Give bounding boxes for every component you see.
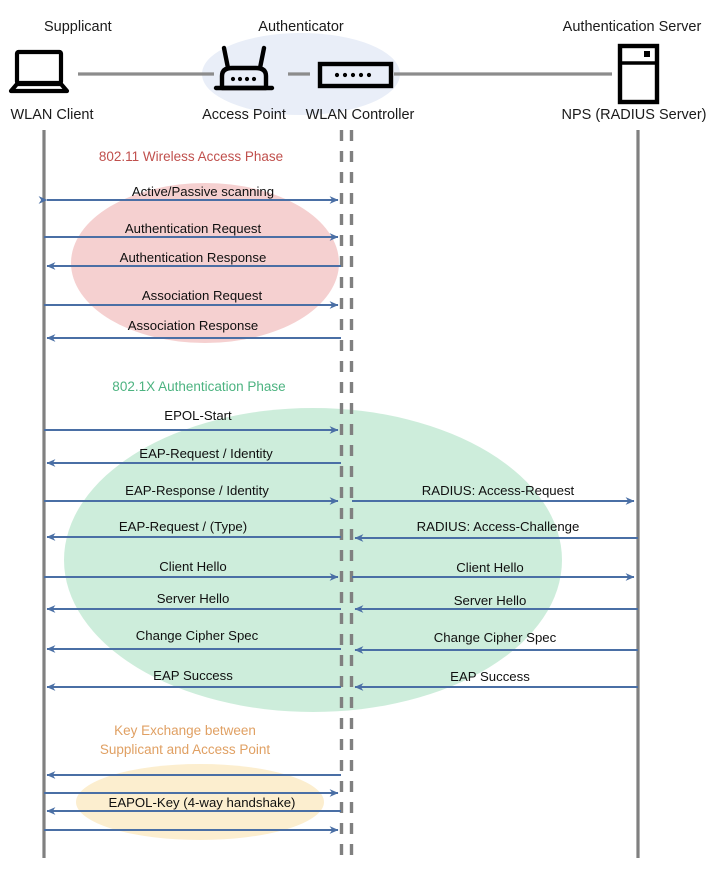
actor-role-supplicant: Supplicant (44, 19, 112, 35)
message-label-server-hello-left: Server Hello (156, 591, 230, 606)
actor-role-authenticator: Authenticator (258, 19, 344, 35)
message-label-authentication-response: Authentication Response (119, 250, 267, 265)
actor-device-wlan-controller: WLAN Controller (305, 107, 415, 123)
phase-label-80211: 802.11 Wireless Access Phase (98, 149, 284, 164)
actor-device-nps-radius: NPS (RADIUS Server) (561, 107, 707, 123)
phase-label-key-exchange-line2: Supplicant and Access Point (99, 742, 271, 757)
message-label-eap-success-right: EAP Success (450, 669, 530, 684)
message-arrows (38, 196, 638, 834)
message-label-association-request: Association Request (141, 288, 263, 303)
phase-label-key-exchange-line1: Key Exchange between (114, 723, 256, 738)
message-label-association-response: Association Response (127, 318, 259, 333)
message-label-client-hello-right: Client Hello (456, 560, 524, 575)
message-label-eapol-key-handshake: EAPOL-Key (4-way handshake) (108, 795, 296, 810)
actor-device-wlan-client: WLAN Client (10, 107, 94, 123)
message-label-change-cipher-spec-left: Change Cipher Spec (135, 628, 259, 643)
server-icon (617, 43, 660, 105)
message-label-eap-request-type: EAP-Request / (Type) (118, 519, 248, 534)
actor-device-access-point: Access Point (202, 107, 286, 123)
access-point-icon (213, 45, 275, 91)
phase-80211-ellipse (71, 183, 339, 343)
message-label-radius-access-challenge: RADIUS: Access-Challenge (416, 519, 580, 534)
laptop-base-icon (8, 81, 70, 94)
message-label-active-passive-scanning: Active/Passive scanning (131, 184, 275, 199)
message-label-eap-success-left: EAP Success (153, 668, 233, 683)
phase-label-8021x: 802.1X Authentication Phase (112, 379, 286, 394)
message-label-server-hello-right: Server Hello (453, 593, 527, 608)
message-label-client-hello-left: Client Hello (159, 559, 227, 574)
wlan-controller-icon (317, 61, 394, 89)
phase-8021x-ellipse (64, 408, 562, 712)
message-label-eap-request-identity: EAP-Request / Identity (139, 446, 273, 461)
message-label-epol-start: EPOL-Start (164, 408, 232, 423)
laptop-icon (14, 49, 64, 86)
message-label-authentication-request: Authentication Request (124, 221, 262, 236)
actor-role-auth-server: Authentication Server (562, 19, 702, 35)
message-label-eap-response-identity: EAP-Response / Identity (125, 483, 269, 498)
message-label-radius-access-request: RADIUS: Access-Request (421, 483, 575, 498)
message-label-change-cipher-spec-right: Change Cipher Spec (433, 630, 557, 645)
phase-keyexchange-ellipse (76, 764, 324, 840)
